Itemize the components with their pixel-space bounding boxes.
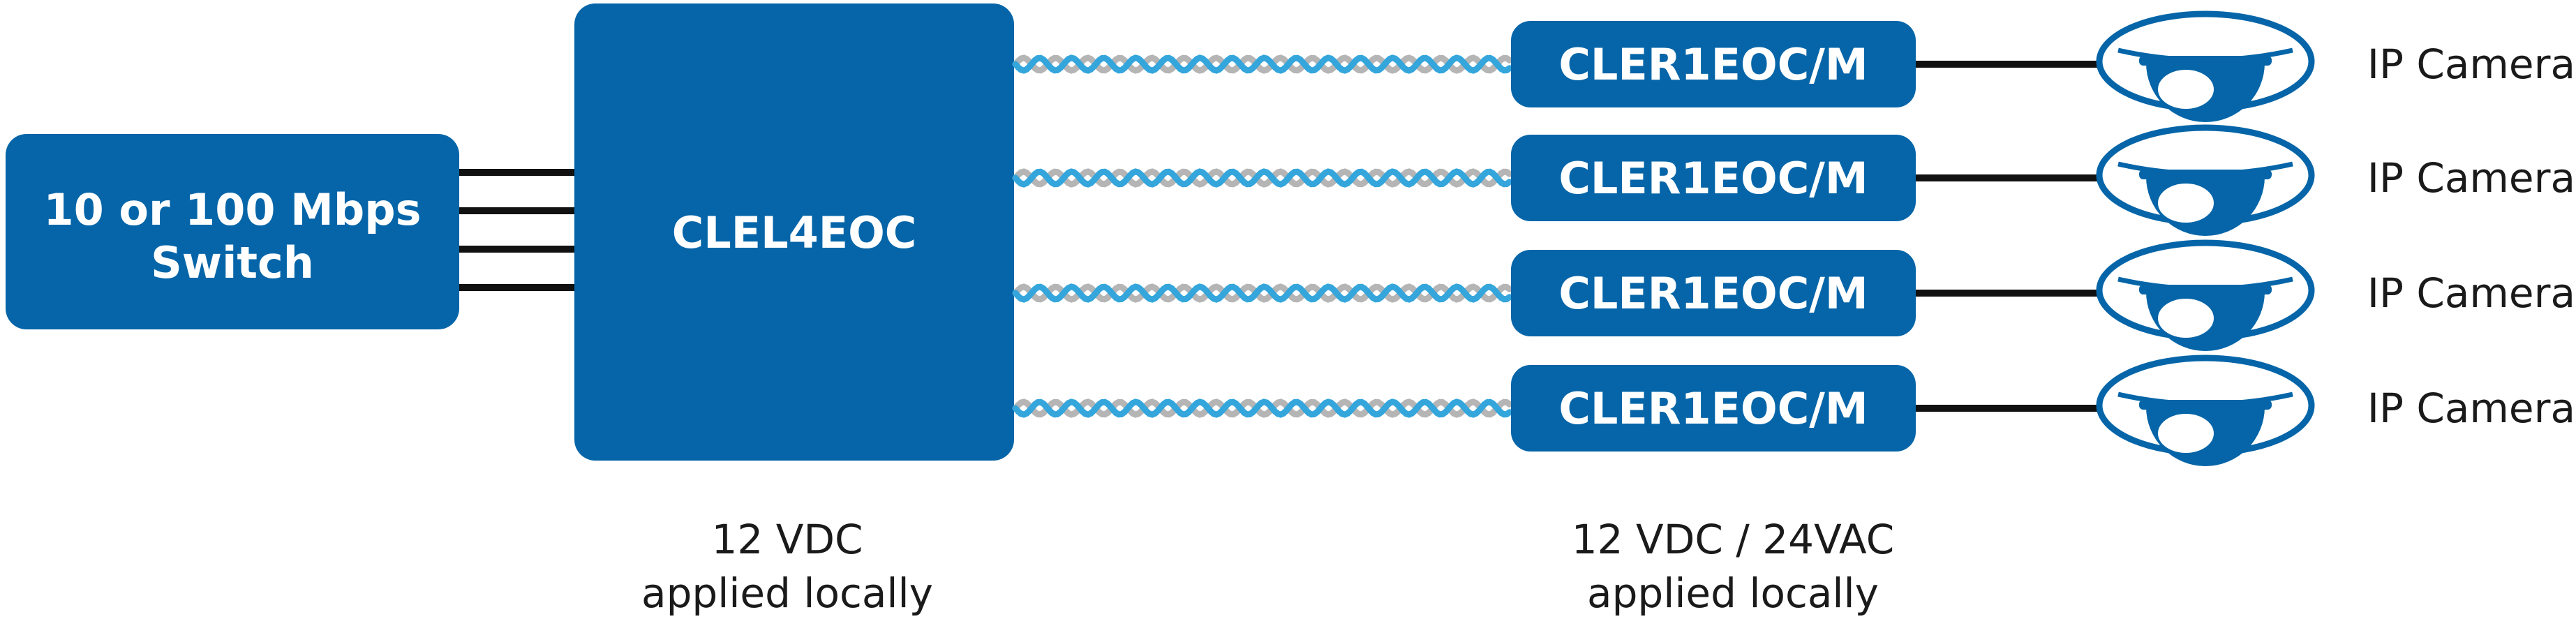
remote-box-2 (1511, 135, 1916, 221)
hub-box (574, 3, 1014, 461)
switch-label-line2: Switch (151, 237, 314, 288)
camera-lens-highlight (2158, 299, 2214, 338)
switch-label-line1: 10 or 100 Mbps (44, 184, 422, 235)
remote-label-3: CLER1EOC/M (1558, 268, 1868, 319)
remote-label-2: CLER1EOC/M (1558, 153, 1868, 204)
remote-label-4: CLER1EOC/M (1558, 383, 1868, 434)
camera-label-3: IP Camera (2367, 269, 2575, 317)
cable-strand-gray-3 (1012, 283, 1513, 303)
power-left-line1: 12 VDC (711, 516, 863, 563)
dome-camera-icon (2096, 124, 2315, 236)
camera-dome-band (2139, 56, 2272, 66)
camera-dome-band (2139, 285, 2272, 294)
camera-lens-highlight (2158, 414, 2214, 453)
dome-camera-icon (2096, 355, 2315, 466)
camera-dome-band (2139, 400, 2272, 410)
camera-lens-highlight (2158, 70, 2214, 109)
remote-box-3 (1511, 250, 1916, 336)
cable-strand-gray-4 (1012, 398, 1513, 418)
switch-box (6, 134, 459, 329)
switch-hub-links (457, 169, 576, 291)
hub-label: CLEL4EOC (672, 207, 917, 258)
power-left-line2: applied locally (641, 569, 933, 617)
camera-label-2: IP Camera (2367, 154, 2575, 202)
remote-box-4 (1511, 365, 1916, 452)
cable-strand-blue-2 (1012, 168, 1513, 188)
power-right-line2: applied locally (1587, 569, 1879, 617)
camera-lens-highlight (2158, 184, 2214, 223)
cable-strand-gray-2 (1012, 168, 1513, 188)
remote-label-1: CLER1EOC/M (1558, 39, 1868, 90)
cable-strand-blue-3 (1012, 283, 1513, 303)
camera-label-4: IP Camera (2367, 385, 2575, 432)
camera-dome-band (2139, 170, 2272, 179)
power-right-line1: 12 VDC / 24VAC (1572, 516, 1894, 563)
cable-strand-gray-1 (1012, 54, 1513, 74)
cable-strand-blue-1 (1012, 54, 1513, 74)
dome-camera-icon (2096, 10, 2315, 122)
camera-label-1: IP Camera (2367, 40, 2575, 88)
cable-strand-blue-4 (1012, 398, 1513, 418)
dome-camera-icon (2096, 239, 2315, 351)
remote-box-1 (1511, 21, 1916, 107)
